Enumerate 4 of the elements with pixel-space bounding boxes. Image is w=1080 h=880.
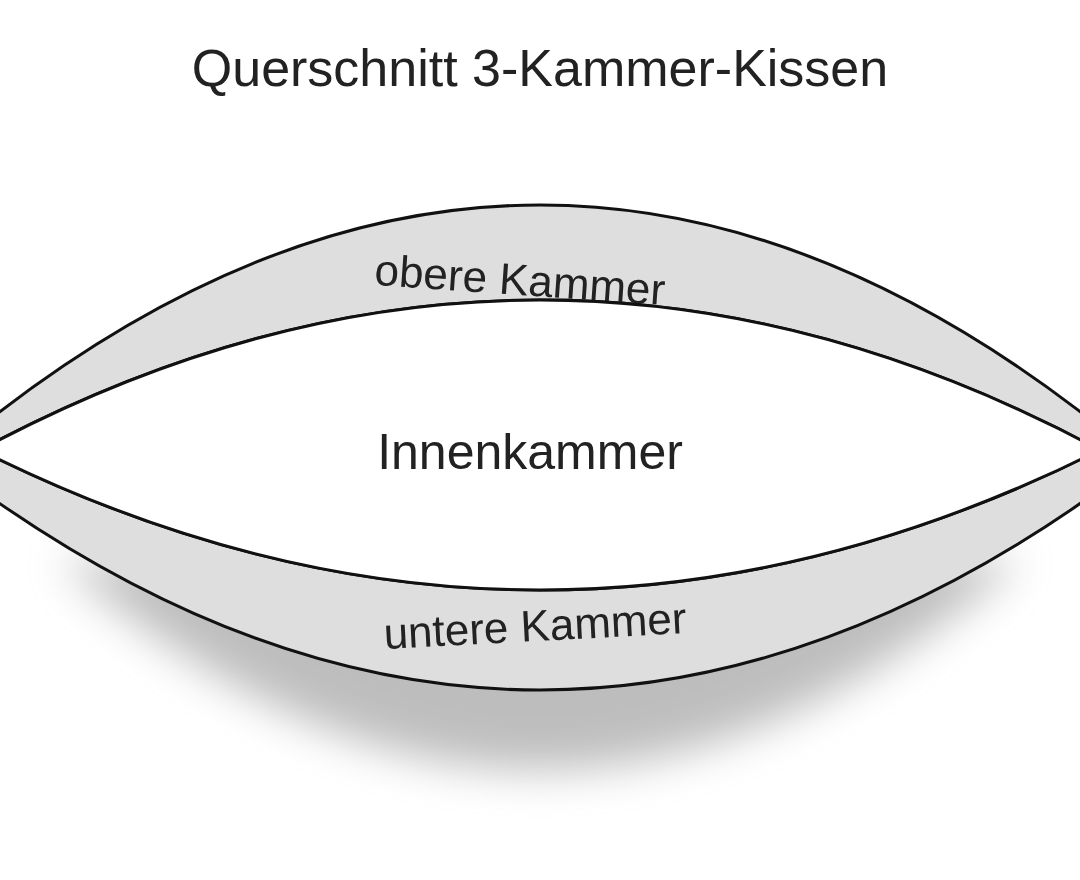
diagram-title: Querschnitt 3-Kammer-Kissen bbox=[190, 38, 890, 98]
chamber-label: Innenkammer bbox=[377, 423, 683, 481]
chamber-label: obere Kammer bbox=[373, 244, 667, 316]
chamber-label: untere Kammer bbox=[382, 593, 688, 659]
